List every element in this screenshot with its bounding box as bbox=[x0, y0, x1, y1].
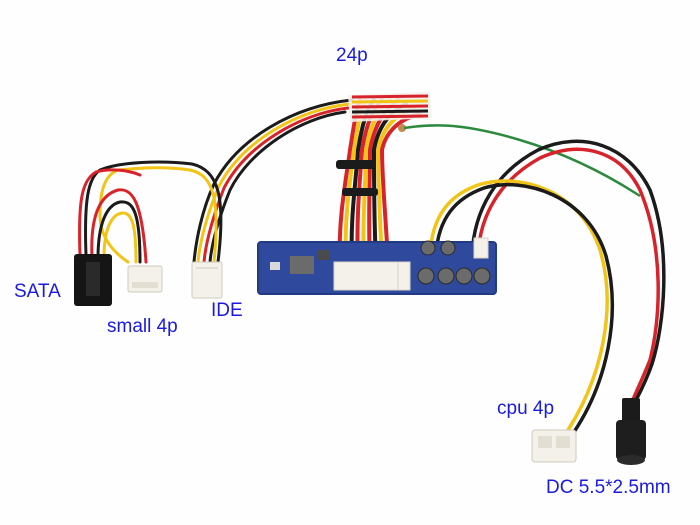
label-cpu-4p: cpu 4p bbox=[497, 398, 555, 419]
label-ide: IDE bbox=[211, 300, 243, 321]
left-harness-wires bbox=[78, 98, 354, 264]
small-4p-connector bbox=[127, 265, 163, 293]
right-wires bbox=[428, 139, 666, 434]
main-bundle-wires bbox=[337, 98, 422, 264]
cpu-4p-connector bbox=[531, 429, 577, 463]
sata-connector bbox=[74, 254, 112, 306]
top-harness-24p bbox=[348, 92, 432, 132]
ide-connector bbox=[191, 261, 223, 299]
label-sata: SATA bbox=[14, 281, 61, 302]
label-24p: 24p bbox=[336, 45, 368, 66]
heat-shrink-sleeve bbox=[336, 160, 376, 169]
dc-jack bbox=[616, 398, 646, 465]
label-dc: DC 5.5*2.5mm bbox=[546, 477, 671, 498]
label-small-4p: small 4p bbox=[107, 316, 178, 337]
heat-shrink-sleeve bbox=[342, 188, 378, 196]
green-wire bbox=[403, 124, 641, 198]
pcb-board bbox=[257, 237, 497, 295]
